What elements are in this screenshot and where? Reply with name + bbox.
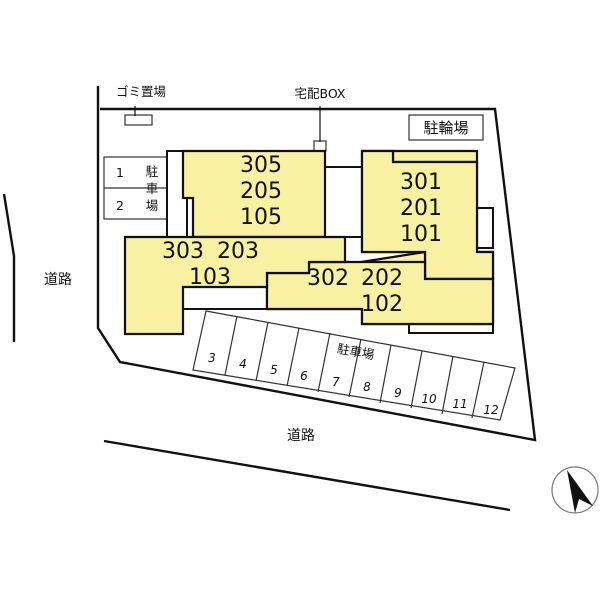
delivery-box <box>313 140 327 152</box>
unit-202: 202 <box>361 266 403 291</box>
unit-205: 205 <box>240 179 282 204</box>
unit-102: 102 <box>361 292 403 317</box>
building-block-301-shape <box>360 149 495 281</box>
north-arrow-icon <box>551 466 599 514</box>
road-south-edge <box>103 439 511 512</box>
parking-slot-10: 10 <box>421 392 437 406</box>
parking-west-label-3: 場 <box>146 198 159 213</box>
garbage-label: ゴミ置場 <box>116 84 166 99</box>
unit-201: 201 <box>400 196 442 221</box>
unit-302: 302 <box>307 266 349 291</box>
parking-lot-south <box>192 310 516 421</box>
corridor-east-side <box>476 207 494 249</box>
parking-slot-5: 5 <box>270 363 278 377</box>
parking-slot-11: 11 <box>452 397 467 411</box>
unit-301: 301 <box>400 170 442 195</box>
parking-slot-6: 6 <box>300 369 308 383</box>
unit-203: 203 <box>217 239 259 264</box>
garbage-area <box>124 114 153 126</box>
parking-slot-2: 2 <box>116 198 124 213</box>
corridor-south <box>182 286 274 310</box>
road-west-label: 道路 <box>44 272 72 288</box>
parking-west-label-1: 駐 <box>146 164 159 179</box>
parking-slot-7: 7 <box>332 375 340 389</box>
parking-west-label-2: 車 <box>146 181 159 196</box>
parking-slot-12: 12 <box>483 403 498 417</box>
bicycle-parking-label: 駐輪場 <box>423 119 468 137</box>
unit-105: 105 <box>240 205 282 230</box>
parking-lot-label: 駐車場 <box>336 341 376 362</box>
unit-305: 305 <box>240 153 282 178</box>
parking-slot-9: 9 <box>394 386 402 400</box>
parking-slot-4: 4 <box>239 357 247 371</box>
parking-slot-1: 1 <box>116 165 124 180</box>
site-boundary <box>96 86 537 442</box>
unit-103: 103 <box>189 265 231 290</box>
building-block-303 <box>123 235 347 336</box>
parking-slot-8: 8 <box>363 380 371 394</box>
unit-101: 101 <box>400 222 442 247</box>
parking-slot-3: 3 <box>208 351 216 365</box>
road-west-edge <box>2 193 16 342</box>
bicycle-parking-box <box>408 114 484 141</box>
unit-303: 303 <box>162 239 204 264</box>
corridor-center <box>324 166 364 238</box>
delivery-box-label: 宅配BOX <box>295 86 346 101</box>
road-south-label: 道路 <box>287 428 315 444</box>
